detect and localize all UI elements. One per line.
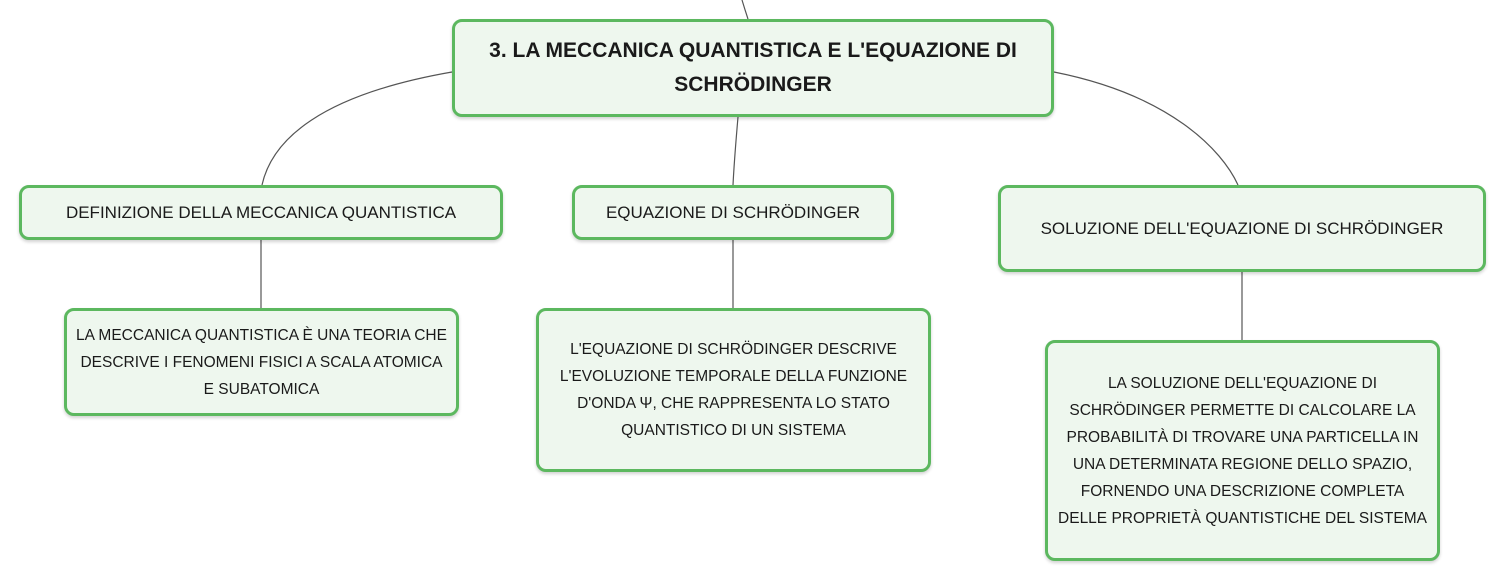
topic-label-soluzione: SOLUZIONE DELL'EQUAZIONE DI SCHRÖDINGER (1040, 218, 1444, 238)
connector-root-to-equazione (732, 116, 739, 186)
connector-root-to-definizione (261, 71, 453, 186)
topic-node-equazione[interactable]: EQUAZIONE DI SCHRÖDINGER (572, 185, 894, 240)
detail-text-soluzione: LA SOLUZIONE DELL'EQUAZIONE DI SCHRÖDING… (1058, 374, 1427, 527)
topic-node-soluzione[interactable]: SOLUZIONE DELL'EQUAZIONE DI SCHRÖDINGER (998, 185, 1486, 272)
detail-text-definizione: LA MECCANICA QUANTISTICA È UNA TEORIA CH… (76, 326, 447, 398)
connector-parent-to-root (741, 0, 749, 20)
topic-label-definizione: DEFINIZIONE DELLA MECCANICA QUANTISTICA (65, 202, 457, 222)
detail-text-equazione: L'EQUAZIONE DI SCHRÖDINGER DESCRIVE L'EV… (559, 341, 908, 439)
detail-node-definizione[interactable]: LA MECCANICA QUANTISTICA È UNA TEORIA CH… (64, 308, 459, 416)
topic-label-equazione: EQUAZIONE DI SCHRÖDINGER (605, 202, 861, 222)
root-node[interactable]: 3. LA MECCANICA QUANTISTICA E L'EQUAZION… (452, 19, 1054, 117)
root-title: 3. LA MECCANICA QUANTISTICA E L'EQUAZION… (489, 39, 1017, 96)
connector-root-to-soluzione (1053, 71, 1239, 186)
topic-node-definizione[interactable]: DEFINIZIONE DELLA MECCANICA QUANTISTICA (19, 185, 503, 240)
detail-node-soluzione[interactable]: LA SOLUZIONE DELL'EQUAZIONE DI SCHRÖDING… (1045, 340, 1440, 561)
detail-node-equazione[interactable]: L'EQUAZIONE DI SCHRÖDINGER DESCRIVE L'EV… (536, 308, 931, 472)
